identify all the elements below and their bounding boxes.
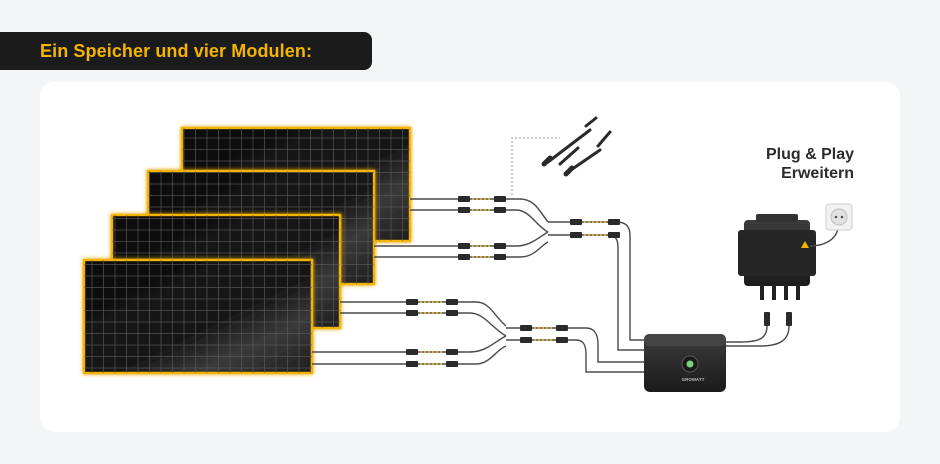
microinverter-icon: [738, 214, 816, 326]
power-socket-icon: [825, 203, 853, 231]
battery-storage-icon: [644, 334, 726, 392]
expand-label-line2: Erweitern: [781, 165, 854, 182]
connector-highlights: [420, 198, 606, 365]
page-title: Ein Speicher und vier Modulen:: [40, 40, 313, 61]
mc4-connectors: [406, 196, 620, 367]
inverter-cables: [726, 227, 839, 347]
expand-label-line1: Plug & Play: [765, 146, 854, 163]
expand-label: Plug & Play Erweitern: [766, 145, 854, 183]
y-connector-icon: [541, 116, 612, 177]
solar-panel-1: [82, 258, 314, 375]
lower-cable-group: [312, 301, 646, 373]
battery-brand-label: GROWATT: [682, 377, 705, 382]
title-bar: Ein Speicher und vier Modulen:: [0, 32, 372, 70]
upper-cable-group: [374, 137, 646, 351]
